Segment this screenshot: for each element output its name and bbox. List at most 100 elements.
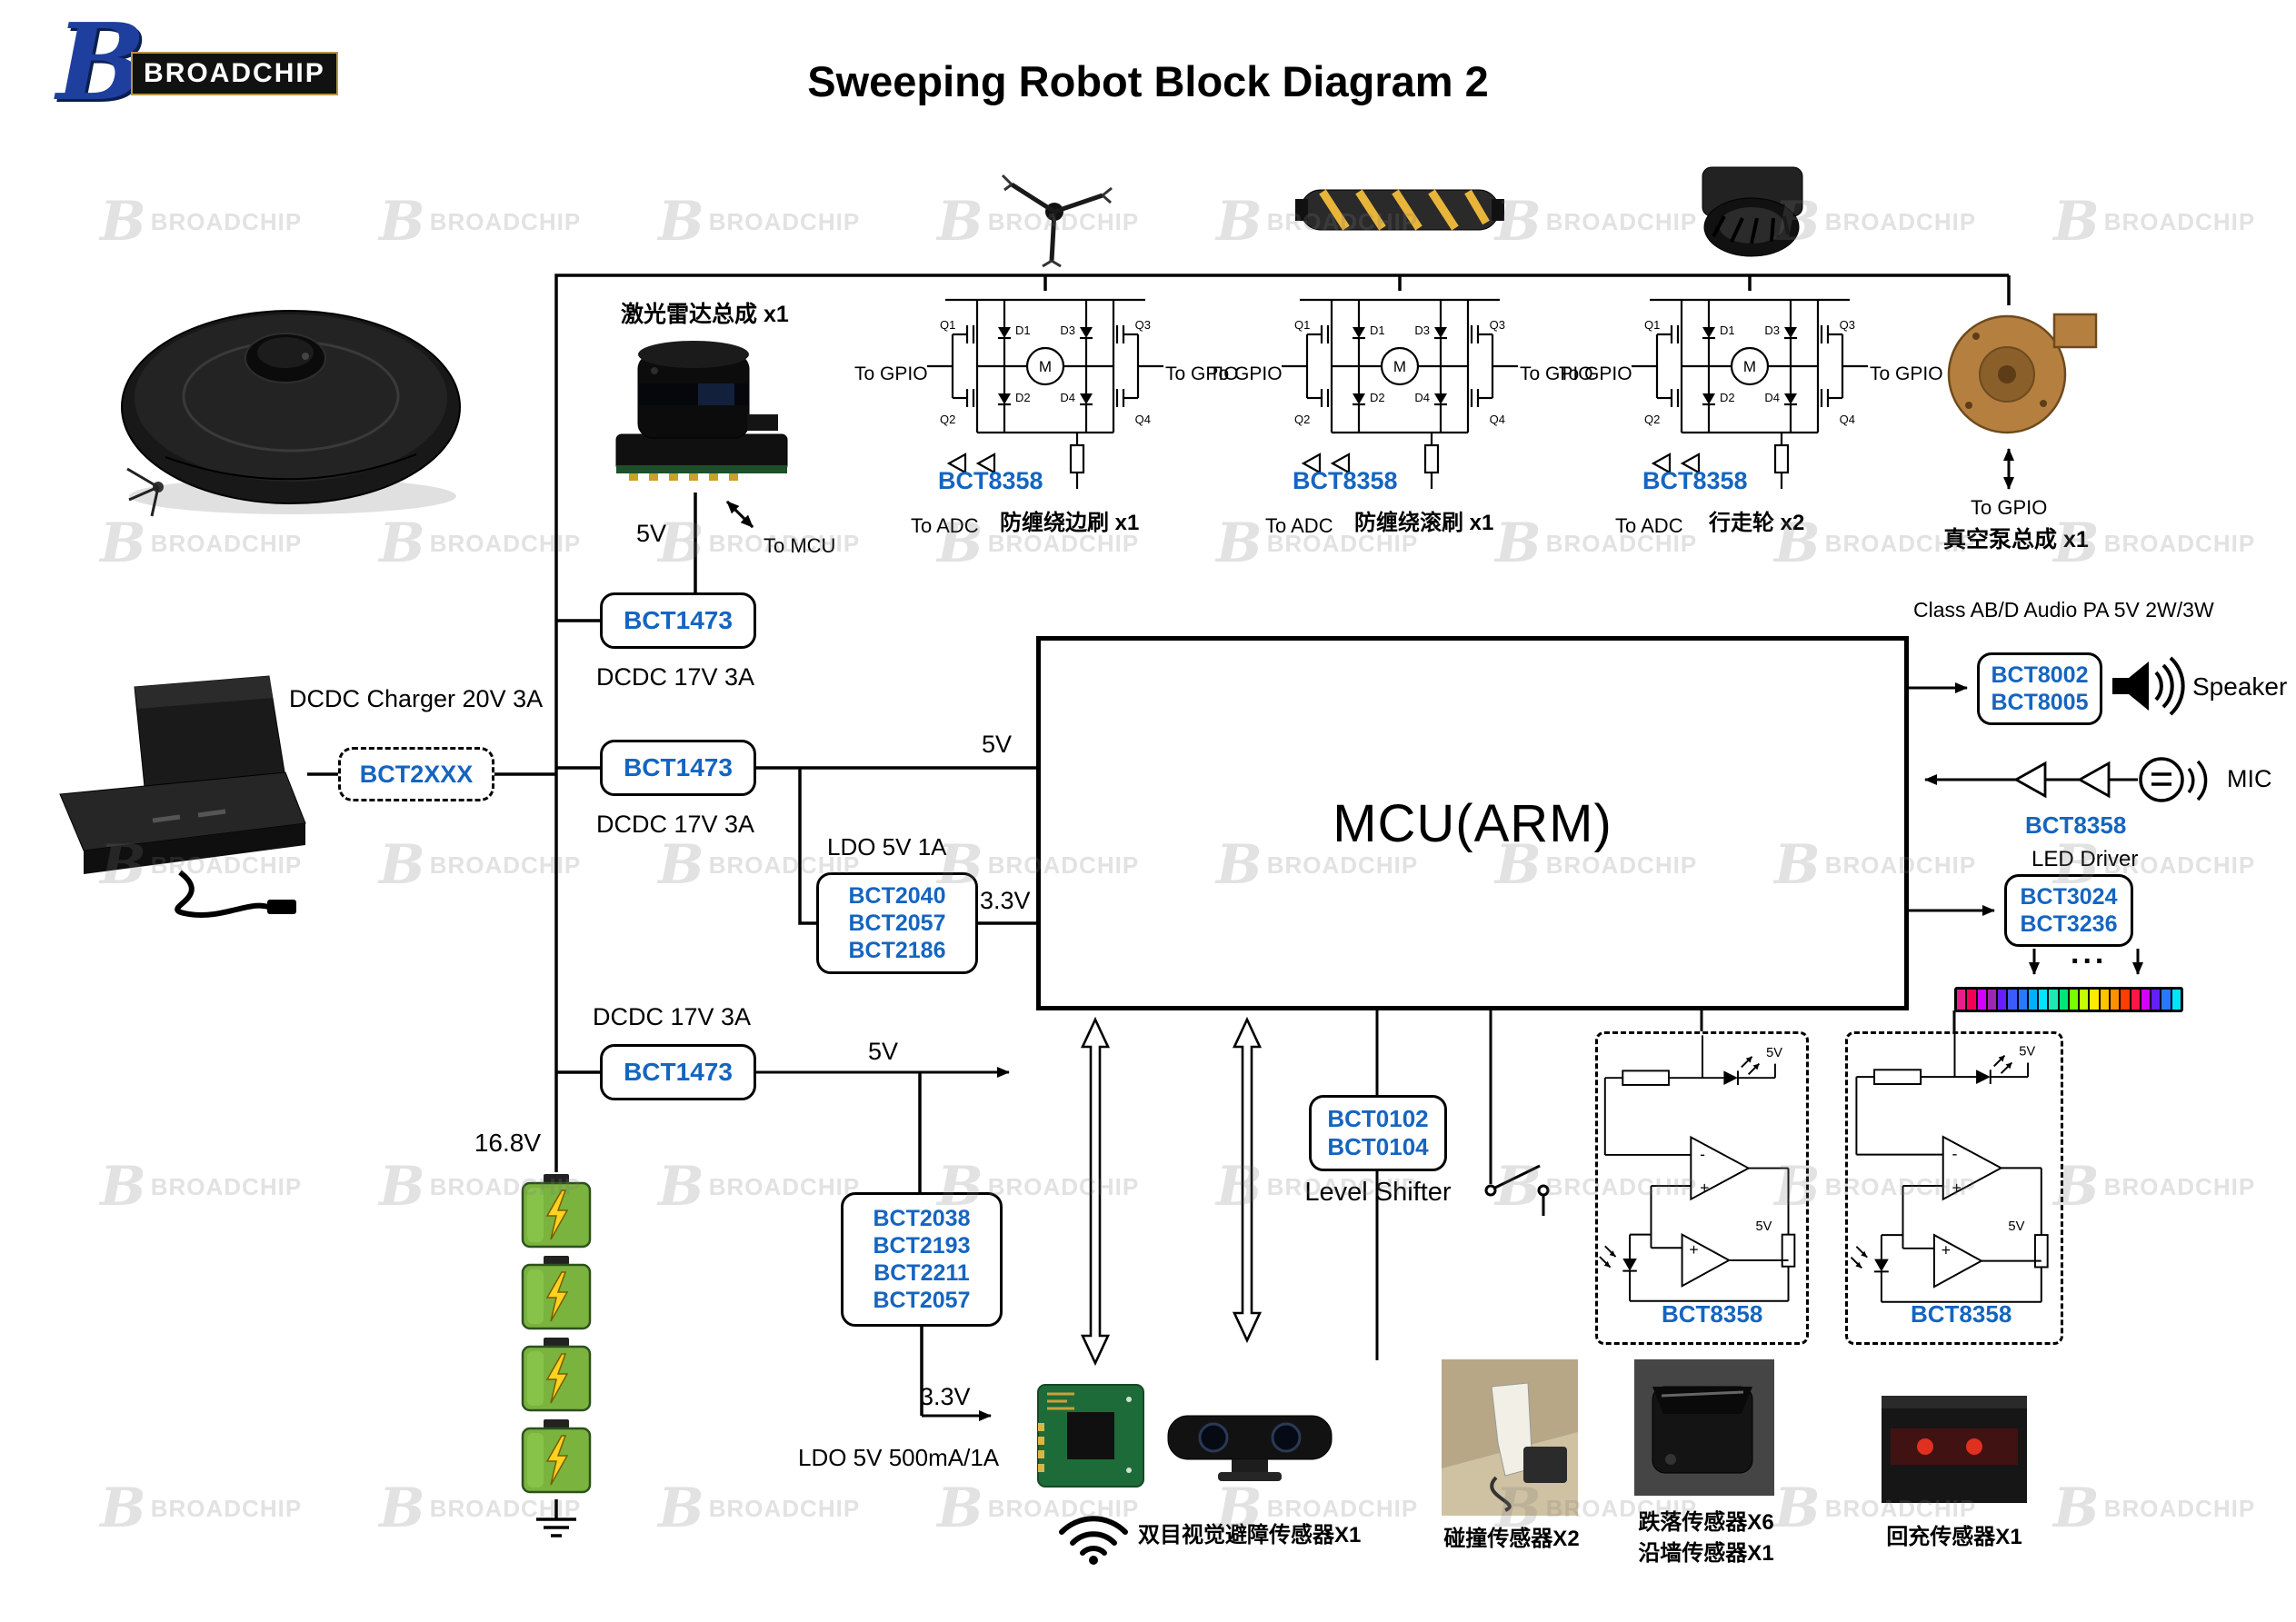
sensor-caption: 双目视觉避障传感器X1 — [1138, 1523, 1362, 1547]
chip-label: BCT8005 — [1991, 690, 2089, 715]
q1-label: Q1 — [940, 318, 955, 332]
hbridge-circuit: M Q1 Q2 Q3 Q4 D1 D2 D3 D4 — [1632, 298, 1868, 489]
power-bus — [307, 274, 2011, 1537]
q3-label: Q3 — [1490, 318, 1505, 332]
chip-label: BCT1473 — [624, 753, 733, 782]
battery-cell — [521, 1256, 592, 1330]
d1-label: D1 — [1720, 323, 1735, 337]
sensor-caption: 碰撞传感器X2 — [1443, 1527, 1580, 1551]
chip-label: BCT2057 — [848, 911, 946, 936]
q3-label: Q3 — [1135, 318, 1151, 332]
opamp-plus: + — [1689, 1240, 1698, 1259]
mcu-label: MCU(ARM) — [1333, 793, 1612, 853]
gpio-label: To GPIO — [1520, 363, 1593, 384]
motor-label: M — [1039, 358, 1052, 375]
level-shifter-caption: Level Shifter — [1304, 1178, 1452, 1207]
page-title: Sweeping Robot Block Diagram 2 — [807, 57, 1489, 105]
hbridge-circuit: M Q1 Q2 Q3 Q4 D1 D2 D3 D4 — [927, 298, 1163, 489]
adc-label: To ADC — [1265, 514, 1333, 537]
broadchip-logo: B BROADCHIP — [56, 1, 338, 124]
sensor-caption: 沿墙传感器X1 — [1638, 1541, 1774, 1566]
ir-circuit-drawing: 5V 5V - + + — [1850, 1034, 2049, 1303]
v5-label: 5V — [1766, 1046, 1782, 1060]
robot-photo — [121, 310, 461, 517]
ir-circuit-box: 5V 5V - + + — [1595, 1031, 1809, 1345]
sensor-caption: 回充传感器X1 — [1886, 1525, 2022, 1549]
motor-label: M — [1393, 358, 1406, 375]
q2-label: Q2 — [940, 413, 955, 426]
d2-label: D2 — [1720, 391, 1735, 404]
motor-label: M — [1743, 358, 1756, 375]
opamp-plus: + — [1700, 1179, 1709, 1197]
opamp-plus: + — [1952, 1179, 1962, 1197]
q3-label: Q3 — [1840, 318, 1855, 332]
ir-circuit-box: 5V 5V - + + — [1845, 1031, 2063, 1345]
dcdc-caption: DCDC 17V 3A — [593, 1003, 752, 1030]
ir-chip-label: BCT8358 — [1911, 1300, 2012, 1328]
gpio-label: To GPIO — [1165, 363, 1239, 384]
d1-label: D1 — [1015, 323, 1031, 337]
driver-chip-label: BCT8358 — [1293, 467, 1398, 494]
adc-label: To ADC — [1615, 514, 1683, 537]
q1-label: Q1 — [1294, 318, 1310, 332]
d2-label: D2 — [1015, 391, 1031, 404]
speaker-label: Speaker — [2192, 672, 2288, 701]
chip-label: BCT2XXX — [359, 760, 474, 788]
mic-label: MIC — [2227, 765, 2272, 792]
load-label: 防缠绕边刷 x1 — [1000, 511, 1140, 535]
bump-sensor-photo — [1442, 1359, 1578, 1516]
led-strip — [1954, 987, 2183, 1012]
chip-led-driver: BCT3024 BCT3236 — [2004, 874, 2133, 947]
lidar-label: 激光雷达总成 x1 — [621, 302, 789, 327]
battery-pack — [520, 1174, 593, 1494]
battery-cell — [521, 1419, 592, 1494]
chip-label: BCT1473 — [624, 1058, 733, 1087]
mcu-block: MCU(ARM) — [1036, 636, 1909, 1010]
mic-amp-triangles — [2013, 761, 2111, 799]
d3-label: D3 — [1414, 323, 1430, 337]
opamp-minus: - — [1700, 1145, 1705, 1163]
rail-5v-label: 5V — [868, 1038, 899, 1065]
chip-level-shifter: BCT0102 BCT0104 — [1309, 1095, 1447, 1171]
vacuum-pump-photo — [1947, 313, 2098, 434]
load-label: 防缠绕滚刷 x1 — [1354, 511, 1494, 535]
chip-label: BCT2057 — [873, 1288, 971, 1313]
chip-label: BCT2211 — [873, 1260, 970, 1286]
chip-label: BCT3024 — [2020, 884, 2118, 910]
chip-dcdc-2: BCT1473 — [600, 740, 756, 796]
recharge-sensor-photo — [1882, 1396, 2027, 1503]
logo-b-mark: B — [56, 1, 146, 124]
opamp-plus: + — [1942, 1241, 1951, 1259]
q2-label: Q2 — [1294, 413, 1310, 426]
bus-double-arrows — [1080, 1016, 1263, 1367]
d4-label: D4 — [1764, 391, 1780, 404]
chip-label: BCT2186 — [848, 938, 946, 963]
wifi-module-photo — [1037, 1384, 1144, 1488]
charger-caption: DCDC Charger 20V 3A — [289, 685, 544, 712]
wifi-icon — [1059, 1516, 1128, 1565]
gpio-label: To GPIO — [1971, 496, 2048, 519]
q4-label: Q4 — [1490, 413, 1505, 426]
chip-label: BCT2193 — [873, 1233, 971, 1259]
audio-header: Class AB/D Audio PA 5V 2W/3W — [1913, 598, 2214, 622]
chip-dcdc-1: BCT1473 — [600, 592, 756, 649]
d3-label: D3 — [1764, 323, 1780, 337]
d3-label: D3 — [1060, 323, 1075, 337]
chip-ldo2: BCT2038 BCT2193 BCT2211 BCT2057 — [841, 1192, 1003, 1327]
speaker-icon — [2112, 656, 2185, 716]
chip-label: BCT2038 — [873, 1206, 971, 1231]
ir-chip-label: BCT8358 — [1662, 1300, 1763, 1328]
ldo1-caption: LDO 5V 1A — [827, 833, 947, 861]
logo-name: BROADCHIP — [131, 52, 338, 96]
d4-label: D4 — [1060, 391, 1075, 404]
chip-audio-pa: BCT8002 BCT8005 — [1977, 652, 2102, 725]
side-brush-photo — [1001, 174, 1113, 268]
gpio-label: To GPIO — [1870, 363, 1943, 384]
chip-label: BCT0104 — [1327, 1133, 1429, 1160]
driver-chip-label: BCT8358 — [1642, 467, 1748, 494]
q2-label: Q2 — [1644, 413, 1660, 426]
dcdc-caption: DCDC 17V 3A — [596, 663, 755, 691]
chip-label: BCT8002 — [1991, 662, 2089, 688]
d2-label: D2 — [1370, 391, 1385, 404]
